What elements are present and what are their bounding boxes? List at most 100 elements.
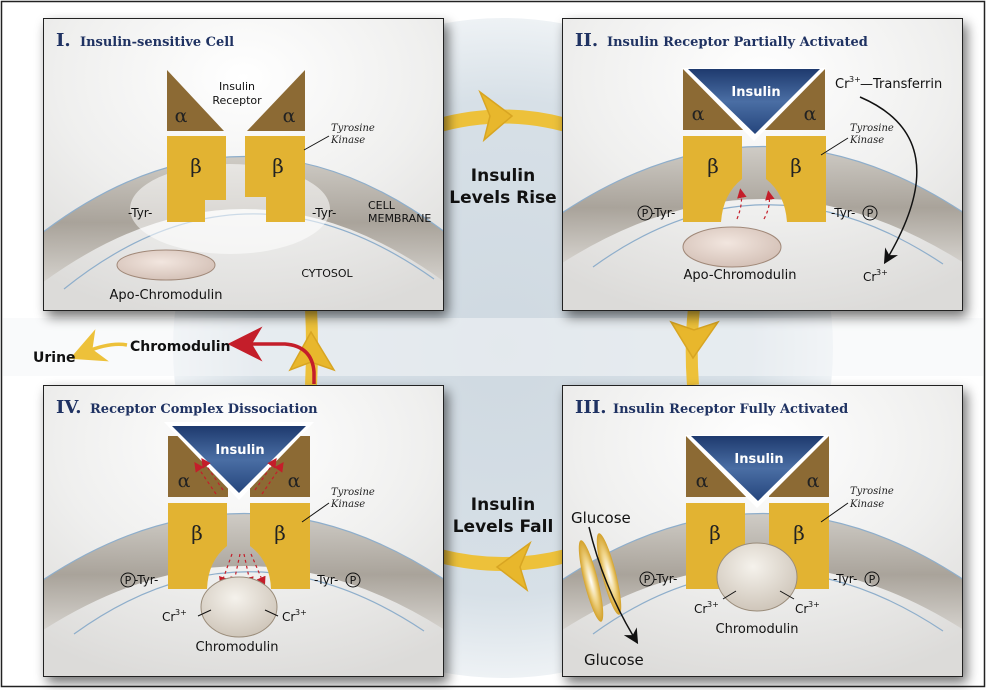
- tyr-left-label: -Tyr-: [653, 572, 677, 586]
- cr-transferrin-charge: 3+: [849, 75, 861, 84]
- tyr-right-label: -Tyr-: [831, 206, 855, 220]
- insulin-label: Insulin: [731, 85, 780, 100]
- alpha-subunit-right: [247, 70, 305, 131]
- cr-right: Cr: [282, 610, 295, 624]
- panel-2-numeral: II.: [575, 30, 598, 51]
- phosphate-right: [864, 571, 880, 587]
- tyr-left-label: -Tyr-: [134, 573, 158, 587]
- tyr-right-label: -Tyr-: [833, 572, 857, 586]
- tyrosine-label: Tyrosine: [850, 486, 894, 497]
- beta-label-left: β: [191, 521, 203, 545]
- beta-label-right: β: [272, 154, 284, 178]
- kinase-label: Kinase: [849, 499, 884, 510]
- transferrin-label: —Transferrin: [860, 77, 942, 92]
- fall-label-line1: Insulin: [471, 495, 535, 515]
- dissociation-arrow-beta-4: [250, 553, 266, 587]
- tyrosine-kinase-pointer: [301, 502, 330, 523]
- cycle-arrow-down: [669, 307, 720, 386]
- membrane-outer-line: [563, 512, 962, 581]
- cr-left-charge: 3+: [707, 600, 719, 609]
- alpha-label-right: α: [807, 470, 820, 492]
- insulin-label: Insulin: [734, 452, 783, 467]
- cr-pointer-right: [264, 609, 279, 617]
- beta-label-left: β: [707, 154, 719, 178]
- apo-chromodulin-label: Apo-Chromodulin: [684, 268, 797, 283]
- alpha-label-right: α: [288, 470, 301, 492]
- tyrosine-label: Tyrosine: [331, 487, 375, 498]
- beta-subunit-left: [167, 136, 226, 222]
- alpha-label-left: α: [175, 105, 188, 127]
- excreted-chromodulin-label: Chromodulin: [130, 339, 231, 355]
- beta-label-left: β: [190, 154, 202, 178]
- panel-3-numeral: III.: [575, 397, 607, 418]
- rise-label-line2: Levels Rise: [449, 188, 556, 208]
- glucose-channel-right: [596, 533, 622, 615]
- cr-released-charge: 3+: [876, 268, 888, 277]
- cell-membrane-label-line1: CELL: [368, 199, 396, 212]
- urine-arrow: [69, 329, 128, 362]
- phosphate-right-label: P: [350, 574, 357, 587]
- phosphate-right: [862, 205, 878, 221]
- kinase-label: Kinase: [849, 135, 884, 146]
- beta-subunit-left: [683, 136, 742, 222]
- apo-chromodulin-label: Apo-Chromodulin: [110, 288, 223, 303]
- activation-arrow-left: [736, 188, 747, 220]
- panel-4-numeral: IV.: [56, 397, 82, 418]
- rise-label-line1: Insulin: [471, 166, 535, 186]
- beta-subunit-right: [250, 503, 310, 589]
- panel-1-insulin-sensitive-cell: α α β β Insulin Receptor Tyrosine Kinase…: [43, 18, 444, 311]
- cr-transferrin-cr: Cr: [835, 77, 850, 92]
- insulin-receptor-label-line2: Receptor: [212, 94, 262, 107]
- cell-membrane-label-line2: MEMBRANE: [368, 212, 431, 225]
- phosphate-left: [637, 205, 653, 221]
- alpha-subunit-left: [167, 70, 224, 131]
- panel-1-title: Insulin-sensitive Cell: [80, 35, 234, 50]
- dissociation-arrow-beta-3: [243, 553, 254, 587]
- beta-subunit-left: [168, 503, 227, 589]
- cytosol-label: CYTOSOL: [301, 267, 353, 280]
- phosphate-left-label: P: [644, 573, 651, 586]
- cycle-arrow-up: [288, 307, 336, 386]
- tyrosine-label: Tyrosine: [850, 123, 894, 134]
- cr-right-charge: 3+: [295, 608, 307, 617]
- insulin-label: Insulin: [215, 443, 264, 458]
- panel-4-receptor-complex-dissociation: Insulin α α β β Cr 3+ Cr 3+ Chromodulin …: [43, 385, 444, 677]
- beta-label-right: β: [793, 521, 805, 545]
- beta-subunit-right: [766, 136, 826, 222]
- membrane-outer-line: [44, 512, 443, 581]
- panel-3-title: Insulin Receptor Fully Activated: [613, 402, 848, 417]
- alpha-label-right: α: [804, 103, 817, 125]
- insulin-receptor-label-line1: Insulin: [219, 80, 255, 93]
- membrane-inner-line: [592, 204, 944, 268]
- cr-right-charge: 3+: [808, 600, 820, 609]
- tyrosine-kinase-pointer: [820, 137, 849, 156]
- glucose-inside-label: Glucose: [584, 651, 644, 669]
- alpha-label-left: α: [178, 470, 191, 492]
- alpha-label-right: α: [283, 105, 296, 127]
- tyrosine-kinase-pointer: [303, 135, 330, 151]
- fall-label-line2: Levels Fall: [453, 517, 554, 537]
- glucose-channel-left: [578, 540, 604, 622]
- kinase-label: Kinase: [330, 135, 365, 146]
- panel-2-receptor-partially-activated: Insulin α α β β Tyrosine Kinase P -Tyr- …: [562, 18, 963, 311]
- membrane-outer-line: [44, 156, 443, 233]
- cr-released: Cr: [863, 270, 876, 284]
- cr-left-charge: 3+: [175, 608, 187, 617]
- chromodulin: [200, 576, 278, 638]
- cr-right: Cr: [795, 602, 808, 616]
- tyrosine-label: Tyrosine: [331, 123, 375, 134]
- glucose-outside-label: Glucose: [571, 509, 631, 527]
- phosphate-right-label: P: [869, 573, 876, 586]
- activation-arrow-right: [763, 190, 775, 220]
- membrane-inner-line: [73, 571, 425, 635]
- cr-pointer-left: [197, 609, 212, 617]
- beta-subunit-right: [245, 136, 305, 222]
- cycle-arrow-rise: [438, 89, 568, 143]
- beta-subunit-right: [769, 503, 829, 589]
- insulin-triangle: [691, 436, 824, 501]
- background-horizontal-band: [3, 318, 983, 376]
- cr-left: Cr: [694, 602, 707, 616]
- chromodulin-label: Chromodulin: [196, 640, 279, 655]
- cr-pointer-right: [779, 590, 795, 600]
